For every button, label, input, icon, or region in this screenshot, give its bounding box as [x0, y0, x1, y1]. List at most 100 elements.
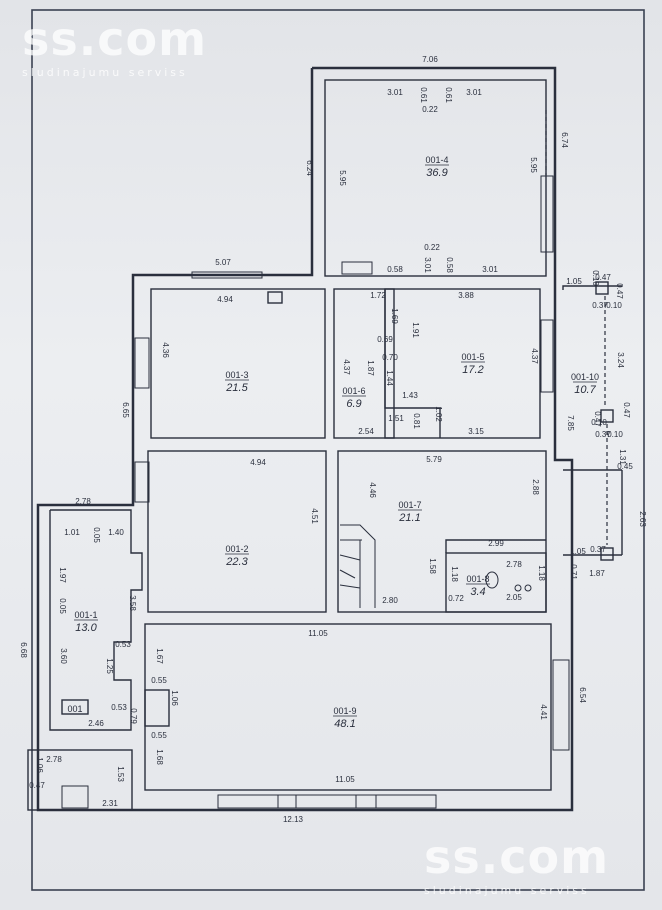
outer-walls	[36, 66, 574, 812]
dimension-label: 1.05	[566, 277, 582, 286]
dimension-label: 2.31	[102, 799, 118, 808]
dimension-label: 3.01	[482, 265, 498, 274]
dimension-label: 0.58	[387, 265, 403, 274]
dimension-label: 4.36	[161, 342, 170, 358]
dimension-label: 1.31	[618, 449, 627, 465]
room-id-001-5: 001-5	[461, 352, 484, 362]
dimension-label: 6.54	[578, 687, 587, 703]
dashed-lines	[545, 110, 608, 545]
dimension-label: 1.01	[64, 528, 80, 537]
dimension-label: 0.61	[444, 87, 453, 103]
dimension-label: 0.70	[382, 353, 398, 362]
dimension-label: 1.44	[385, 370, 394, 386]
dimension-label: 1.91	[411, 322, 420, 338]
windows	[61, 175, 570, 809]
room-area-001-9: 48.1	[334, 718, 355, 730]
dimension-label: 1.53	[116, 766, 125, 782]
dimension-label: 1.02	[434, 406, 443, 422]
room-area-001-1: 13.0	[75, 622, 97, 634]
room-id-001-2: 001-2	[225, 544, 248, 554]
dimension-label: 1.06	[170, 690, 179, 706]
dimension-label: 4.46	[368, 482, 377, 498]
dimension-label: 1.18	[450, 566, 459, 582]
room-id-001-8: 001-8	[466, 574, 489, 584]
dimension-label: 2.80	[382, 596, 398, 605]
room-area-001-10: 10.7	[574, 384, 596, 396]
dimension-label: 0.71	[569, 564, 578, 580]
watermark-logo-bottom: ss.com	[424, 830, 610, 884]
room-id-001-9: 001-9	[333, 706, 356, 716]
watermark-tagline-bottom: sludinajumu serviss	[424, 884, 590, 897]
dimension-label: 0.53	[115, 640, 131, 649]
room-labels: 001-113.0001-222.3001-321.5001-436.9001-…	[74, 155, 599, 730]
dimension-label: 1.68	[155, 749, 164, 765]
dimension-label: 3.24	[616, 352, 625, 368]
dimension-label: 0.22	[424, 243, 440, 252]
dimension-label: 0.53	[111, 703, 127, 712]
room-area-001-3: 21.5	[225, 382, 248, 394]
dimension-label: 1.58	[428, 558, 437, 574]
dimension-label: 1.67	[155, 648, 164, 664]
dimension-label: 1.18	[537, 565, 546, 581]
dimension-label: 1.06	[35, 757, 44, 773]
dimension-label: 1.87	[366, 360, 375, 376]
dimension-label: 2.05	[506, 593, 522, 602]
dimension-label: 4.51	[310, 508, 319, 524]
dimension-label: 2.63	[638, 511, 647, 527]
dimension-label: 0.47	[615, 283, 624, 299]
dimension-label: 12.13	[283, 815, 304, 824]
dimension-label: 0.61	[419, 87, 428, 103]
dimension-label: 0.10	[607, 430, 623, 439]
dimension-label: 2.78	[46, 755, 62, 764]
dimension-label: 0.05	[92, 527, 101, 543]
dimension-label: 1.05	[570, 547, 586, 556]
dimension-label: 0.37	[595, 430, 611, 439]
dimension-label: 1.25	[105, 658, 114, 674]
room-area-001-6: 6.9	[346, 398, 361, 410]
dimension-label: 0.47	[29, 781, 45, 790]
dimension-label: 0.10	[591, 270, 600, 286]
dimension-label: 2.54	[358, 427, 374, 436]
dimension-label: 0.37	[590, 545, 606, 554]
dimension-label: 0.55	[151, 676, 167, 685]
dimension-label: 1.40	[108, 528, 124, 537]
dimension-label: 4.94	[217, 295, 233, 304]
dimension-label: 3.01	[423, 257, 432, 273]
dimension-label: 2.78	[75, 497, 91, 506]
dimension-label: 0.81	[412, 413, 421, 429]
dimension-label: 0.10	[606, 301, 622, 310]
dimension-label: 2.78	[506, 560, 522, 569]
dimension-label: 0.58	[445, 257, 454, 273]
dimension-label: 6.24	[305, 160, 314, 176]
dimension-label: 3.60	[59, 648, 68, 664]
dimension-label: 3.58	[128, 595, 137, 611]
dimension-label: 5.95	[529, 157, 538, 173]
dimension-label: 3.88	[458, 291, 474, 300]
tag-label: 001	[67, 704, 82, 714]
room-area-001-7: 21.1	[398, 512, 420, 524]
room-id-001-4: 001-4	[425, 155, 448, 165]
dimension-label: 6.74	[560, 132, 569, 148]
dimension-label: 0.72	[448, 594, 464, 603]
dimension-label: 0.47	[622, 402, 631, 418]
dimension-label: 3.01	[387, 88, 403, 97]
stairs	[339, 524, 376, 608]
dimension-label: 11.05	[308, 629, 328, 638]
dimension-label: 2.88	[531, 479, 540, 495]
dimension-label: 5.07	[215, 258, 231, 267]
dimension-label: 7.85	[566, 415, 575, 431]
dimension-label: 2.46	[88, 719, 104, 728]
dimension-label: 6.65	[121, 402, 130, 418]
dimension-label: 0.22	[422, 105, 438, 114]
room-id-001-1: 001-1	[74, 610, 97, 620]
dimension-label: 0.79	[129, 708, 138, 724]
dimension-label: 7.06	[422, 55, 438, 64]
dimension-label: 1.87	[589, 569, 605, 578]
room-id-001-7: 001-7	[398, 500, 421, 510]
dimension-label: 1.43	[402, 391, 418, 400]
dimension-label: 1.69	[390, 308, 399, 324]
room-area-001-5: 17.2	[462, 364, 483, 376]
dimension-label: 1.97	[58, 567, 67, 583]
